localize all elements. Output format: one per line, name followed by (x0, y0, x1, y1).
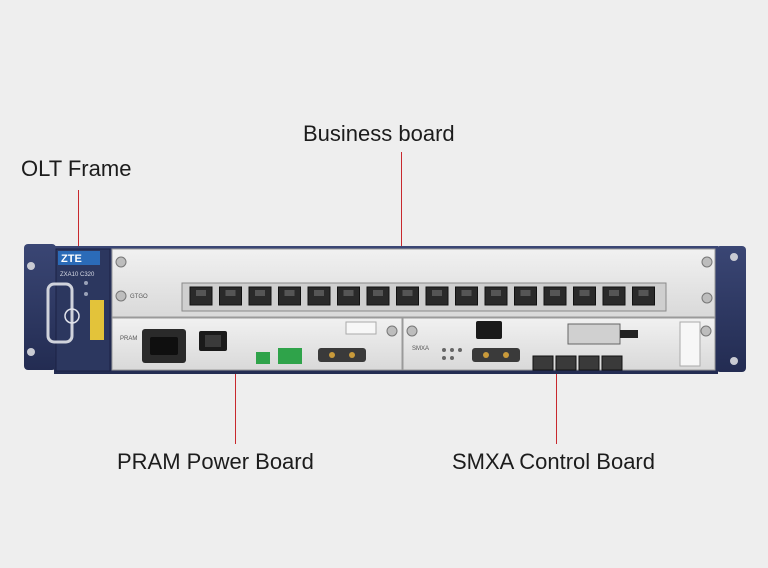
fan-handle (46, 282, 74, 344)
led-indicator (450, 356, 454, 360)
callout-business-board: Business board (303, 121, 455, 146)
sfp-module (567, 323, 621, 345)
power-switch-rocker (205, 335, 221, 347)
ethernet-port (578, 355, 600, 371)
ethernet-port (532, 355, 554, 371)
rack-ear-right (716, 246, 746, 372)
ethernet-port (601, 355, 623, 371)
model-label: ZXA10 C320 (60, 272, 95, 278)
panel-screw-icon (115, 256, 127, 268)
panel-screw-icon (701, 292, 713, 304)
dc-connector-pin (503, 352, 509, 358)
gtgo-label: GTGO (130, 294, 148, 300)
rack-screw-icon (27, 348, 35, 356)
power-inlet-socket (150, 337, 178, 355)
panel-screw-icon (386, 325, 398, 337)
pon-port-latch (284, 290, 295, 296)
green-connector (278, 348, 302, 364)
pon-port-latch (638, 290, 649, 296)
panel-screw-icon (406, 325, 418, 337)
pon-port-latch (225, 290, 236, 296)
led-indicator (458, 348, 462, 352)
led-indicator (450, 348, 454, 352)
pon-port-latch (314, 290, 324, 296)
leader-business-board (401, 152, 402, 294)
smxa-sticker (679, 321, 701, 367)
pon-port-latch (432, 290, 442, 296)
dc-connector (318, 348, 366, 362)
business-board-ports (189, 286, 655, 306)
led-indicator (84, 281, 88, 285)
fan-icon (64, 308, 80, 324)
ethernet-port (555, 355, 577, 371)
dc-connector-pin (329, 352, 335, 358)
brand-badge (58, 251, 100, 265)
callout-pram-power-board: PRAM Power Board (117, 449, 314, 474)
dc-connector-pin (483, 352, 489, 358)
panel-screw-icon (700, 325, 712, 337)
smxa-ethernet-ports (532, 355, 623, 371)
leader-pram-power-board (235, 352, 236, 444)
callout-smxa-control-board: SMXA Control Board (452, 449, 655, 474)
pram-sticker (345, 321, 377, 335)
sfp-cable (620, 330, 638, 338)
led-indicator (442, 348, 446, 352)
panel-screw-icon (701, 256, 713, 268)
green-connector (256, 352, 270, 364)
pon-port-latch (196, 290, 206, 296)
dc-connector-pin (349, 352, 355, 358)
pon-port-latch (550, 290, 560, 296)
smxa-dc-connector (472, 348, 520, 362)
panel-screw-icon (115, 290, 127, 302)
led-indicator (84, 292, 88, 296)
smxa-label: SMXA (412, 346, 429, 352)
pon-port-latch (255, 290, 265, 296)
leader-smxa-control-board (556, 338, 557, 444)
warning-sticker (90, 300, 104, 340)
pon-port-latch (520, 290, 531, 296)
rack-screw-icon (730, 253, 738, 261)
led-indicator (442, 356, 446, 360)
pon-port-latch (373, 290, 383, 296)
brand-logo: ZTE (61, 253, 82, 265)
pram-label: PRAM (120, 336, 137, 342)
pon-port-latch (609, 290, 619, 296)
rack-screw-icon (27, 262, 35, 270)
leader-olt-frame (78, 190, 79, 254)
smxa-switch (476, 321, 502, 339)
pon-port-latch (461, 290, 472, 296)
pon-port-latch (579, 290, 590, 296)
pon-port-latch (402, 290, 413, 296)
pon-port-latch (491, 290, 501, 296)
callout-olt-frame: OLT Frame (21, 156, 132, 181)
pon-port-latch (343, 290, 354, 296)
rack-screw-icon (730, 357, 738, 365)
